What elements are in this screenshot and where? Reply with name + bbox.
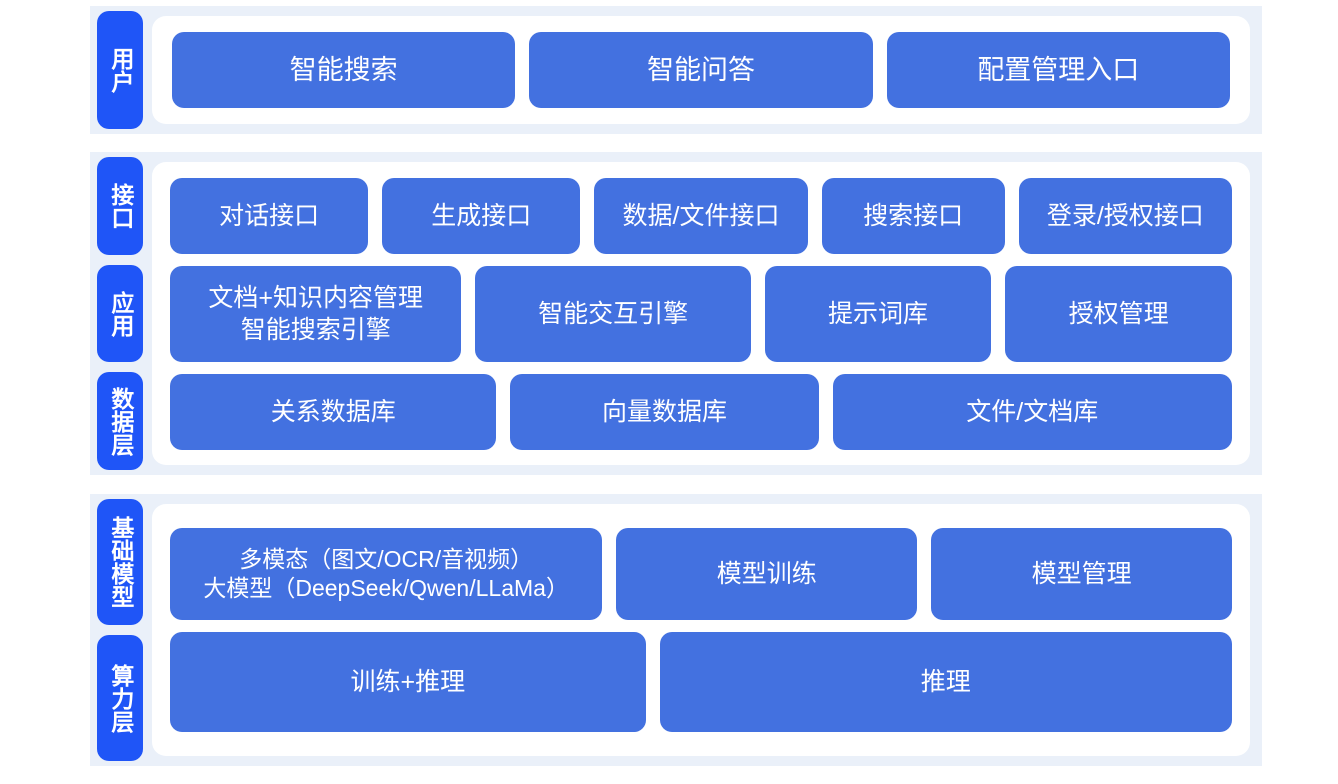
box-authorization-management[interactable]: 授权管理 xyxy=(1005,265,1232,362)
box-data-file-interface[interactable]: 数据/文件接口 xyxy=(594,177,808,254)
layer-user-tab-rail: 用户 xyxy=(90,6,150,134)
box-search-interface[interactable]: 搜索接口 xyxy=(821,177,1005,254)
box-training-and-inference[interactable]: 训练+推理 xyxy=(170,632,646,732)
layer-tab-user[interactable]: 用户 xyxy=(97,11,143,129)
layer-middle: 接口 应用 数据层 对话接口 生成接口 数据/文件接口 搜索接口 登录/授权接口… xyxy=(90,152,1262,475)
layer-user: 用户 智能搜索 智能问答 配置管理入口 xyxy=(90,6,1262,134)
box-document-knowledge-management[interactable]: 文档+知识内容管理 智能搜索引擎 xyxy=(170,265,462,362)
box-config-management-entry[interactable]: 配置管理入口 xyxy=(886,32,1230,108)
layer-middle-panel: 对话接口 生成接口 数据/文件接口 搜索接口 登录/授权接口 文档+知识内容管理… xyxy=(152,162,1250,465)
row-foundation-model: 多模态（图文/OCR/音视频） 大模型（DeepSeek/Qwen/LLaMa）… xyxy=(170,528,1232,620)
row-data: 关系数据库 向量数据库 文件/文档库 xyxy=(170,373,1232,450)
box-multimodal-large-model[interactable]: 多模态（图文/OCR/音视频） 大模型（DeepSeek/Qwen/LLaMa） xyxy=(170,528,603,620)
box-inference[interactable]: 推理 xyxy=(659,632,1232,732)
box-relational-database[interactable]: 关系数据库 xyxy=(170,373,497,450)
box-intelligent-search[interactable]: 智能搜索 xyxy=(172,32,516,108)
layer-tab-interface[interactable]: 接口 xyxy=(97,157,143,255)
layer-user-panel: 智能搜索 智能问答 配置管理入口 xyxy=(152,16,1250,124)
box-prompt-library[interactable]: 提示词库 xyxy=(764,265,992,362)
layer-tab-data[interactable]: 数据层 xyxy=(97,372,143,471)
box-vector-database[interactable]: 向量数据库 xyxy=(510,373,819,450)
box-model-management[interactable]: 模型管理 xyxy=(931,528,1232,620)
layer-bottom-panel: 多模态（图文/OCR/音视频） 大模型（DeepSeek/Qwen/LLaMa）… xyxy=(152,504,1250,756)
row-user-entries: 智能搜索 智能问答 配置管理入口 xyxy=(172,32,1230,108)
row-application: 文档+知识内容管理 智能搜索引擎 智能交互引擎 提示词库 授权管理 xyxy=(170,265,1232,362)
box-model-training[interactable]: 模型训练 xyxy=(616,528,918,620)
layer-bottom: 基础模型 算力层 多模态（图文/OCR/音视频） 大模型（DeepSeek/Qw… xyxy=(90,494,1262,766)
box-dialog-interface[interactable]: 对话接口 xyxy=(170,177,369,254)
layer-tab-compute[interactable]: 算力层 xyxy=(97,635,143,761)
layer-bottom-tab-rail: 基础模型 算力层 xyxy=(90,494,150,766)
row-interface: 对话接口 生成接口 数据/文件接口 搜索接口 登录/授权接口 xyxy=(170,177,1232,254)
row-compute: 训练+推理 推理 xyxy=(170,632,1232,732)
box-file-document-store[interactable]: 文件/文档库 xyxy=(832,373,1232,450)
box-intelligent-interaction-engine[interactable]: 智能交互引擎 xyxy=(475,265,751,362)
box-intelligent-qa[interactable]: 智能问答 xyxy=(529,32,873,108)
layer-middle-tab-rail: 接口 应用 数据层 xyxy=(90,152,150,475)
box-generation-interface[interactable]: 生成接口 xyxy=(382,177,581,254)
layer-tab-foundation-model[interactable]: 基础模型 xyxy=(97,499,143,625)
layer-tab-application[interactable]: 应用 xyxy=(97,264,143,363)
box-login-auth-interface[interactable]: 登录/授权接口 xyxy=(1018,177,1232,254)
